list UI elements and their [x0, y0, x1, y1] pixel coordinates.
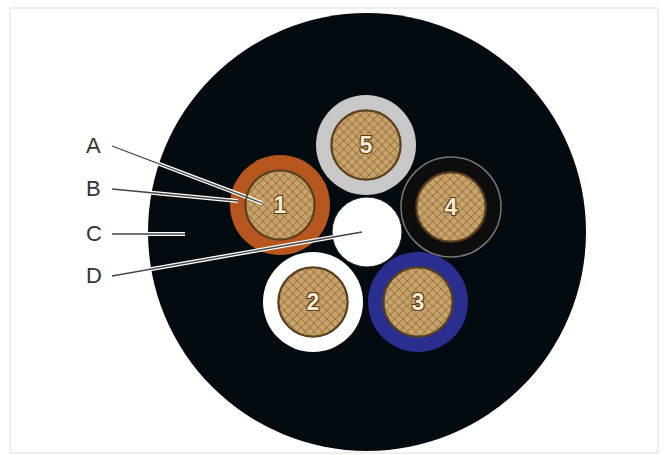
blue-insulation [368, 252, 468, 352]
black-insulation [401, 157, 501, 257]
conductor-core: 2 [278, 267, 348, 337]
conductor-core: 4 [416, 172, 486, 242]
callout-letter: B [86, 178, 101, 200]
callout-letter: D [86, 265, 102, 287]
grey-insulation [316, 95, 416, 195]
core-number: 5 [360, 132, 373, 159]
conductor-core: 1 [245, 170, 315, 240]
core-number: 4 [445, 194, 458, 221]
callout-letter: A [86, 135, 101, 157]
filler [332, 197, 402, 267]
conductor-core: 3 [383, 267, 453, 337]
white-insulation [263, 252, 363, 352]
frame [10, 8, 658, 453]
core-number: 2 [307, 289, 320, 316]
core-number: 3 [412, 289, 425, 316]
core-number: 1 [274, 192, 287, 219]
conductor-core: 5 [331, 110, 401, 180]
conductors [245, 110, 486, 337]
callout-letter: C [86, 223, 102, 245]
leader-lines [112, 146, 362, 276]
outer-sheath [148, 13, 586, 451]
